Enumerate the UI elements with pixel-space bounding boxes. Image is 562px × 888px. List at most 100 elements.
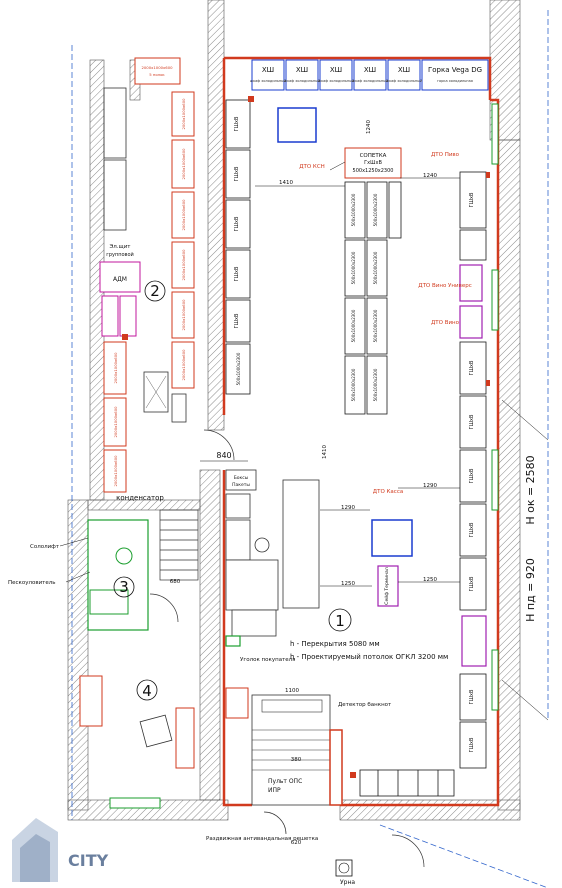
left-shelf-4: ГШхВ — [234, 266, 240, 281]
fridge-sub-2: шкаф холодильный — [284, 79, 320, 83]
left-shelf-5: ГШхВ — [234, 313, 240, 328]
island-mod-1: 500х1000х2300 — [351, 193, 356, 226]
freezers — [277, 107, 413, 557]
rack-label-8: 2000х1000х600 — [113, 406, 118, 438]
storage-racks — [103, 57, 195, 493]
island-dims: 500х1250х2300 — [353, 168, 394, 174]
dim-380: 380 — [291, 757, 302, 763]
right-shelf-1: ГШхВ — [469, 192, 475, 207]
right-shelf-3: ГШхВ — [469, 414, 475, 429]
checkout-zone: Боксы Пакеты Уголок покупателя — [225, 469, 343, 806]
dim-1240a: 1240 — [366, 120, 372, 134]
condenser-label: конденсатор — [116, 494, 164, 502]
dto-labels: ДТО КСН ДТО Пиво ДТО Вино Универс ДТО Ви… — [299, 152, 472, 495]
windows — [491, 103, 499, 711]
dim-840: 840 — [216, 451, 231, 460]
dim-620: 620 — [291, 840, 302, 846]
h-note2: h - Проектируемый потолок ОГКЛ 3200 мм — [290, 653, 448, 661]
h-note: h - Перекрытия 5080 мм — [290, 640, 380, 648]
service-rooms: 3 4 Сололифт Пескоуловитель — [8, 519, 195, 809]
dto-kassa: ДТО Касса — [373, 489, 403, 495]
fridge-sub-3: шкаф холодильный — [318, 79, 354, 83]
main-notes: 1 h - Перекрытия 5080 мм h - Проектируем… — [206, 455, 537, 886]
stairs — [159, 509, 199, 581]
right-shelf-2: ГШхВ — [469, 360, 475, 375]
fridge-sub-1: шкаф холодильный — [250, 79, 286, 83]
detector-label: Детектор банкнот — [338, 702, 392, 708]
dim-1250a: 1250 — [423, 577, 437, 583]
rack-label-9: 2000х1000х600 — [113, 455, 118, 487]
logo-text: CITY — [68, 851, 109, 870]
solo-label: Сололифт — [30, 544, 60, 550]
dim-1290a: 1290 — [423, 483, 437, 489]
left-shelf-labels: ГШхВ ГШхВ ГШхВ ГШхВ ГШхВ 500х1000х2300 — [234, 116, 241, 385]
pult-label: Пульт ОПС — [268, 778, 302, 785]
el-shkaf-label: Эл.щит — [109, 244, 131, 250]
left-shelf-3: ГШхВ — [234, 216, 240, 231]
dim-680: 680 — [170, 579, 181, 585]
fridge-label-2: ХШ — [296, 66, 308, 74]
dim-1410: 1410 — [279, 180, 293, 186]
right-wall-shelving — [459, 171, 487, 769]
dto-vino2: ДТО Вино — [431, 320, 460, 326]
fridge-label-5: ХШ — [398, 66, 410, 74]
rack-label-1: 2000х1000х600 — [181, 98, 186, 130]
island-mod-2: 500х1000х2300 — [373, 193, 378, 226]
dimension-annotations: 1240 1240 1410 840 1290 1290 1250 1250 1… — [170, 120, 460, 846]
left-shelf-1: ГШхВ — [234, 116, 240, 131]
city-logo: CITY — [12, 818, 109, 882]
kassa-box-label: Сейф Терминал — [383, 567, 390, 605]
room-4-number: 4 — [142, 682, 152, 700]
rack-label-3: 2000х1000х600 — [181, 199, 186, 231]
exterior-walls — [67, 0, 521, 821]
room-2-number: 2 — [150, 282, 160, 300]
storage-internal: АДМ Эл.щит групповой 2 конденсатор — [99, 87, 187, 502]
dim-1290b: 1290 — [341, 505, 355, 511]
vega-label: Горка Vega DG — [428, 66, 482, 74]
room-1-number: 1 — [335, 612, 345, 630]
island-mod-5: 500х1000х2300 — [351, 309, 356, 342]
left-shelf-2: ГШхВ — [234, 166, 240, 181]
dto-vino1: ДТО Вино Универс — [418, 283, 471, 289]
boxes-label2: Пакеты — [232, 482, 250, 488]
dto-units — [377, 264, 487, 667]
rack-labels: 2000х1000х600 5 полок 2000х1000х600 2000… — [113, 65, 186, 487]
vega-sub: горка холодильная — [437, 79, 473, 83]
island-sub: ГхШхВ — [364, 160, 382, 166]
dim-1100: 1100 — [285, 688, 299, 694]
bottom-shelving — [359, 769, 455, 797]
island-mod-3: 500х1000х2300 — [351, 251, 356, 284]
island-mod-6: 500х1000х2300 — [373, 309, 378, 342]
rack-label-4: 2000х1000х600 — [181, 249, 186, 281]
island-title: СОПЕТКА — [360, 153, 387, 159]
el-shkaf-label2: групповой — [106, 251, 134, 258]
dto-pivo: ДТО Пиво — [431, 152, 460, 158]
h-ok-label: H ок = 2580 — [524, 455, 537, 524]
site-boundary — [71, 10, 549, 888]
leader-lines — [329, 161, 549, 721]
right-shelf-5: ГШхВ — [469, 522, 475, 537]
room-3-number: 3 — [119, 578, 129, 596]
island-mod-8: 500х1000х2300 — [373, 368, 378, 401]
island-mod-4: 500х1000х2300 — [373, 251, 378, 284]
rack-label-6: 2000х1000х600 — [181, 349, 186, 381]
urna-label: Урна — [340, 879, 355, 886]
rack-label-7: 2000х1000х600 — [113, 352, 118, 384]
top-fridge-row: ХШ ХШ ХШ ХШ ХШ Горка Vega DG шкаф холоди… — [250, 59, 489, 91]
fridge-sub-4: шкаф холодильный — [352, 79, 388, 83]
rack-label-2: 2000х1000х600 — [181, 148, 186, 180]
island-mod-7: 500х1000х2300 — [351, 368, 356, 401]
right-shelf-4: ГШхВ — [469, 468, 475, 483]
left-shelf-6: 500х1000х2300 — [236, 352, 241, 385]
ugolok-label: Уголок покупателя — [240, 657, 295, 663]
left-wall-shelving — [225, 99, 251, 395]
central-island: СОПЕТКА ГхШхВ 500х1250х2300 500х1000х230… — [344, 147, 402, 415]
dto-ksn: ДТО КСН — [299, 164, 325, 170]
grid-label: Раздвижная антивандальная решетка — [206, 836, 318, 842]
ipr-label: ИПР — [268, 787, 281, 794]
fridge-label-1: ХШ — [262, 66, 274, 74]
sink-label: Пескоуловитель — [8, 580, 56, 586]
right-shelf-7: ГШхВ — [469, 689, 475, 704]
rack-shelves-top: 5 полок — [149, 72, 165, 77]
doors — [149, 429, 425, 868]
